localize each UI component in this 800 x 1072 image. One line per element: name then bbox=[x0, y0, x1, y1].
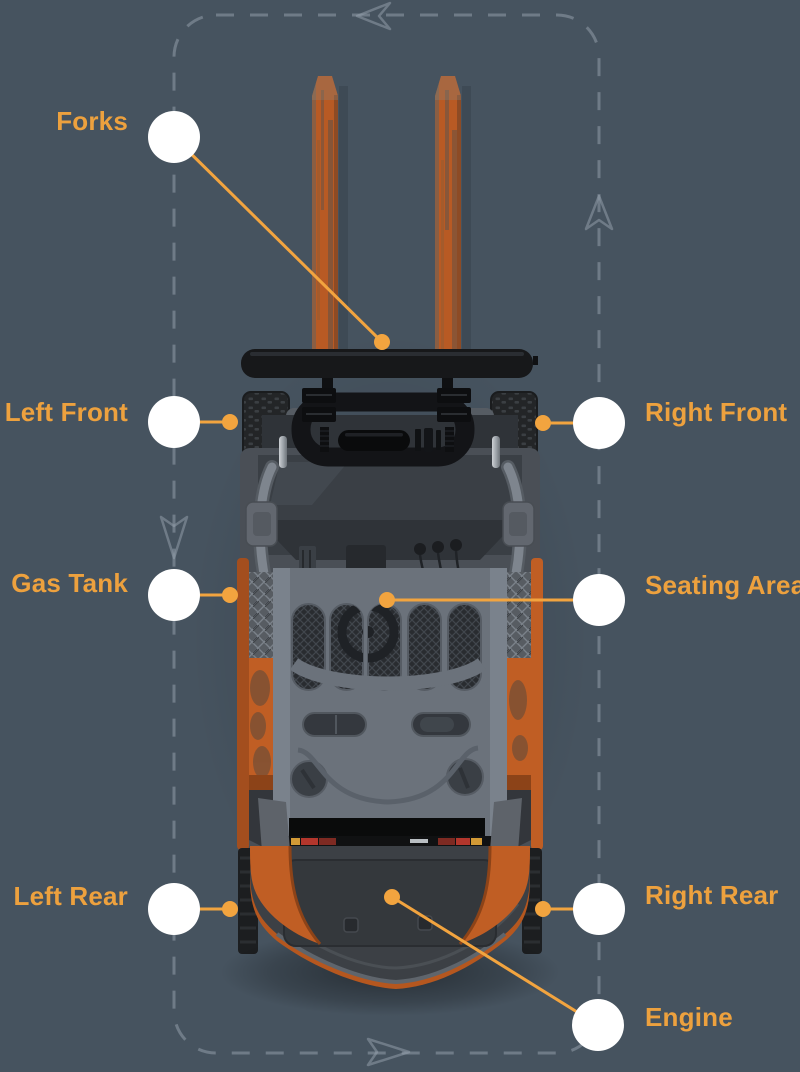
arrow-left-icon bbox=[355, 1, 392, 31]
hotspot-left-front[interactable] bbox=[148, 396, 200, 448]
mast-assembly bbox=[241, 349, 538, 468]
label-seating-area: Seating Area bbox=[645, 570, 800, 600]
label-left-front: Left Front bbox=[4, 397, 128, 427]
hotspot-seating-area[interactable] bbox=[573, 574, 625, 626]
taillights bbox=[276, 836, 504, 847]
engine-cover bbox=[220, 798, 560, 1016]
side-panels bbox=[237, 558, 543, 852]
label-engine: Engine bbox=[645, 1002, 733, 1032]
guide-path bbox=[159, 1, 614, 1067]
arrow-up-icon bbox=[584, 194, 614, 231]
connector-seating-area bbox=[379, 592, 599, 608]
hotspot-forks[interactable] bbox=[148, 111, 200, 163]
label-right-rear: Right Rear bbox=[645, 880, 779, 910]
overhead-guard bbox=[273, 568, 507, 840]
hotspot-left-rear[interactable] bbox=[148, 883, 200, 935]
connector-forks bbox=[172, 135, 390, 350]
hotspot-right-front[interactable] bbox=[573, 397, 625, 449]
connector-lines bbox=[172, 135, 599, 1027]
connector-engine bbox=[384, 889, 599, 1027]
forklift-illustration bbox=[190, 76, 590, 1016]
label-left-rear: Left Rear bbox=[13, 881, 128, 911]
fork-right bbox=[435, 76, 471, 362]
arrow-right-icon bbox=[366, 1037, 411, 1067]
arrow-down-icon bbox=[159, 515, 189, 560]
hotspot-gas-tank[interactable] bbox=[148, 569, 200, 621]
label-gas-tank: Gas Tank bbox=[11, 568, 128, 598]
rear-wheels bbox=[238, 848, 542, 954]
carriage-bar bbox=[241, 349, 538, 378]
fork-left bbox=[312, 76, 348, 362]
hotspot-right-rear[interactable] bbox=[573, 883, 625, 935]
hotspot-engine[interactable] bbox=[572, 999, 624, 1051]
label-forks: Forks bbox=[56, 106, 128, 136]
label-right-front: Right Front bbox=[645, 397, 788, 427]
